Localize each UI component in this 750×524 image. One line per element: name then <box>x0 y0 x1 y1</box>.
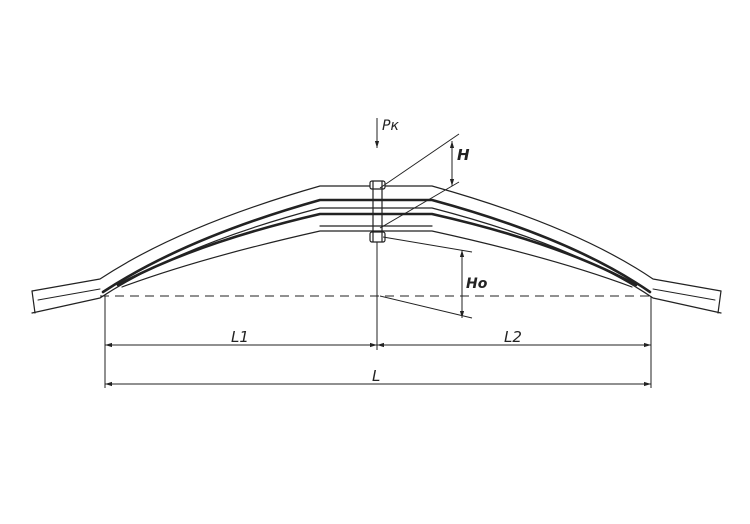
dim-h <box>379 133 460 229</box>
leaf-spring <box>31 185 722 314</box>
dim-ho-leader-bottom <box>379 295 473 319</box>
dim-h-label: H <box>457 146 470 164</box>
left-leaf-end <box>31 290 36 314</box>
dim-ho <box>379 236 473 319</box>
dim-l2-label: L2 <box>504 328 522 346</box>
second-leaf-top-edge <box>116 212 638 287</box>
load-label: Pк <box>382 118 399 134</box>
right-leaf-end <box>717 290 722 314</box>
bolt-head <box>369 180 386 190</box>
dim-h-leader-top <box>379 133 460 189</box>
right-eye-inner-line <box>652 288 716 301</box>
leaf-separator <box>101 198 652 294</box>
left-eye-inner-line <box>37 288 101 301</box>
dim-h-leader-bottom <box>379 181 460 229</box>
second-leaf-bottom-edge <box>121 230 633 288</box>
center-bolt <box>369 180 386 243</box>
dim-ho-label: Ho <box>466 276 488 292</box>
bolt-nut <box>369 231 386 243</box>
dim-l-label: L <box>372 367 380 385</box>
dim-ho-leader-top <box>382 236 473 253</box>
dim-l1-label: L1 <box>231 328 249 346</box>
